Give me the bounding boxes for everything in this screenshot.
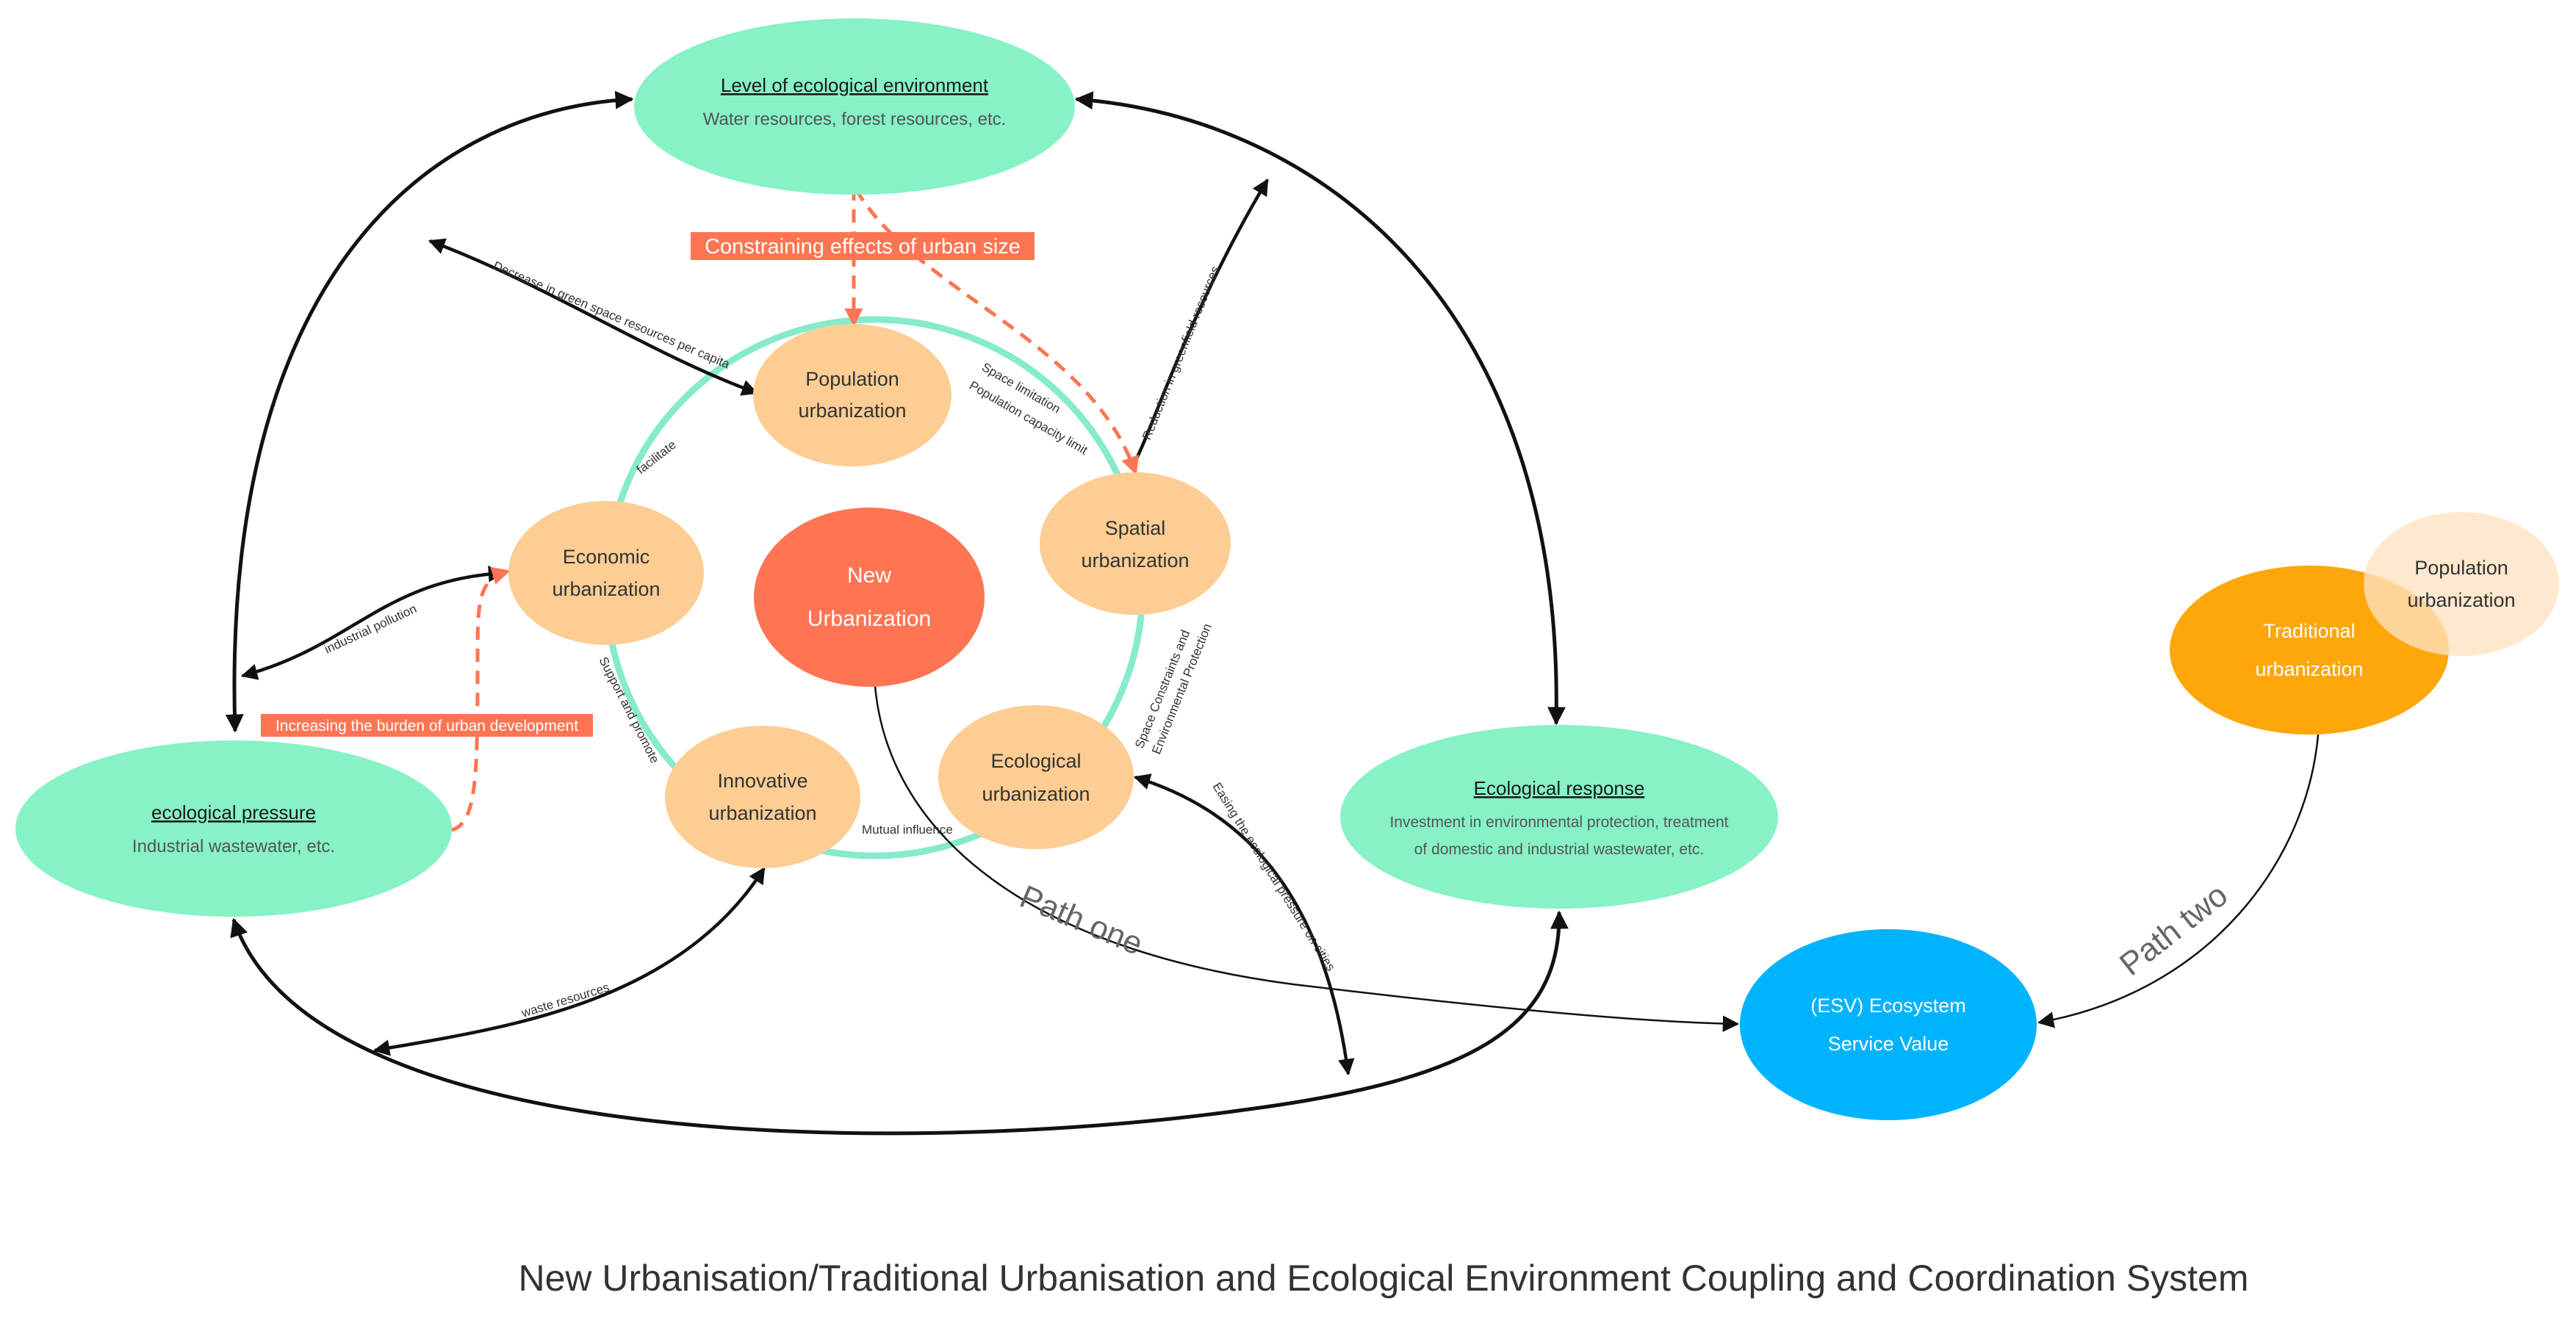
ecological-line1: Ecological: [990, 750, 1081, 772]
ecological-line2: urbanization: [982, 783, 1090, 805]
node-eco-pressure: ecological pressure Industrial wastewate…: [15, 740, 452, 917]
node-population: Population urbanization: [753, 324, 951, 466]
new-urbanization-line1: New: [847, 563, 891, 588]
node-population-traditional: Population urbanization: [2364, 512, 2559, 656]
edge-label-reduction-greenfield: Reduction in greenfield resources: [1140, 264, 1222, 442]
arrow-industrial-pollution: [240, 566, 506, 680]
traditional-line2: urbanization: [2255, 658, 2363, 680]
innovative-line2: urbanization: [708, 802, 816, 824]
innovative-line1: Innovative: [717, 770, 807, 792]
highlight-burden: Increasing the burden of urban developme…: [261, 714, 593, 737]
arrow-waste-resources: [373, 867, 766, 1056]
esv-line2: Service Value: [1828, 1033, 1949, 1055]
eco-response-subtitle-2: of domestic and industrial wastewater, e…: [1414, 841, 1705, 858]
eco-pressure-title: ecological pressure: [151, 801, 316, 823]
eco-response-subtitle-1: Investment in environmental protection, …: [1389, 814, 1728, 831]
red-arrow-to-economic: [451, 566, 511, 832]
node-economic: Economic urbanization: [508, 501, 704, 645]
arrow-eco-level-to-pressure: [225, 90, 634, 733]
population-trad-line2: urbanization: [2407, 589, 2515, 611]
population-line2: urbanization: [798, 400, 906, 422]
arrow-pressure-to-response-bottom: [230, 910, 1569, 1136]
edge-label-mutual-influence: Mutual influence: [862, 823, 953, 837]
node-spatial: Spatial urbanization: [1040, 472, 1231, 615]
node-eco-response: Ecological response Investment in enviro…: [1340, 725, 1778, 909]
arrow-decrease-green: [428, 238, 759, 396]
arrow-eco-level-to-response: [1074, 91, 1566, 726]
esv-line1: (ESV) Ecosystem: [1810, 995, 1966, 1017]
edge-label-industrial-pollution: industrial pollution: [323, 602, 419, 657]
path-two-curve: [2037, 734, 2320, 1028]
node-ecological: Ecological urbanization: [938, 705, 1134, 849]
eco-level-subtitle: Water resources, forest resources, etc.: [703, 109, 1007, 129]
burden-label: Increasing the burden of urban developme…: [276, 718, 578, 735]
spatial-line1: Spatial: [1105, 517, 1166, 539]
edge-label-decrease-green: Decrease in green space resources per ca…: [491, 259, 732, 372]
new-urbanization-line2: Urbanization: [807, 607, 931, 631]
edge-label-waste-resources: waste resources: [519, 980, 611, 1020]
edge-label-support-promote: Support and promote: [596, 654, 661, 765]
spatial-line2: urbanization: [1081, 549, 1189, 571]
population-trad-line1: Population: [2414, 557, 2508, 579]
constraining-label: Constraining effects of urban size: [705, 235, 1021, 259]
node-esv: (ESV) Ecosystem Service Value: [1740, 929, 2037, 1120]
node-eco-level: Level of ecological environment Water re…: [634, 18, 1075, 195]
economic-line1: Economic: [563, 546, 650, 568]
edge-label-easing: Easing the ecological pressure on cities: [1210, 780, 1338, 973]
path-one-label: Path one: [1015, 879, 1148, 962]
traditional-line1: Traditional: [2263, 620, 2355, 642]
red-arrow-to-spatial: [854, 188, 1140, 475]
eco-pressure-subtitle: Industrial wastewater, etc.: [132, 837, 335, 856]
population-line1: Population: [805, 368, 899, 390]
eco-level-title: Level of ecological environment: [721, 74, 989, 96]
node-new-urbanization: New Urbanization: [754, 508, 985, 687]
arrow-easing-pressure: [1133, 773, 1355, 1076]
highlight-constraining: Constraining effects of urban size: [691, 232, 1035, 260]
path-two-label: Path two: [2113, 877, 2234, 983]
node-innovative: Innovative urbanization: [665, 726, 860, 868]
eco-response-title: Ecological response: [1474, 777, 1645, 799]
economic-line2: urbanization: [552, 578, 660, 600]
arrow-reduction-greenfield: [1134, 178, 1269, 463]
diagram-title: New Urbanisation/Traditional Urbanisatio…: [519, 1258, 2249, 1299]
